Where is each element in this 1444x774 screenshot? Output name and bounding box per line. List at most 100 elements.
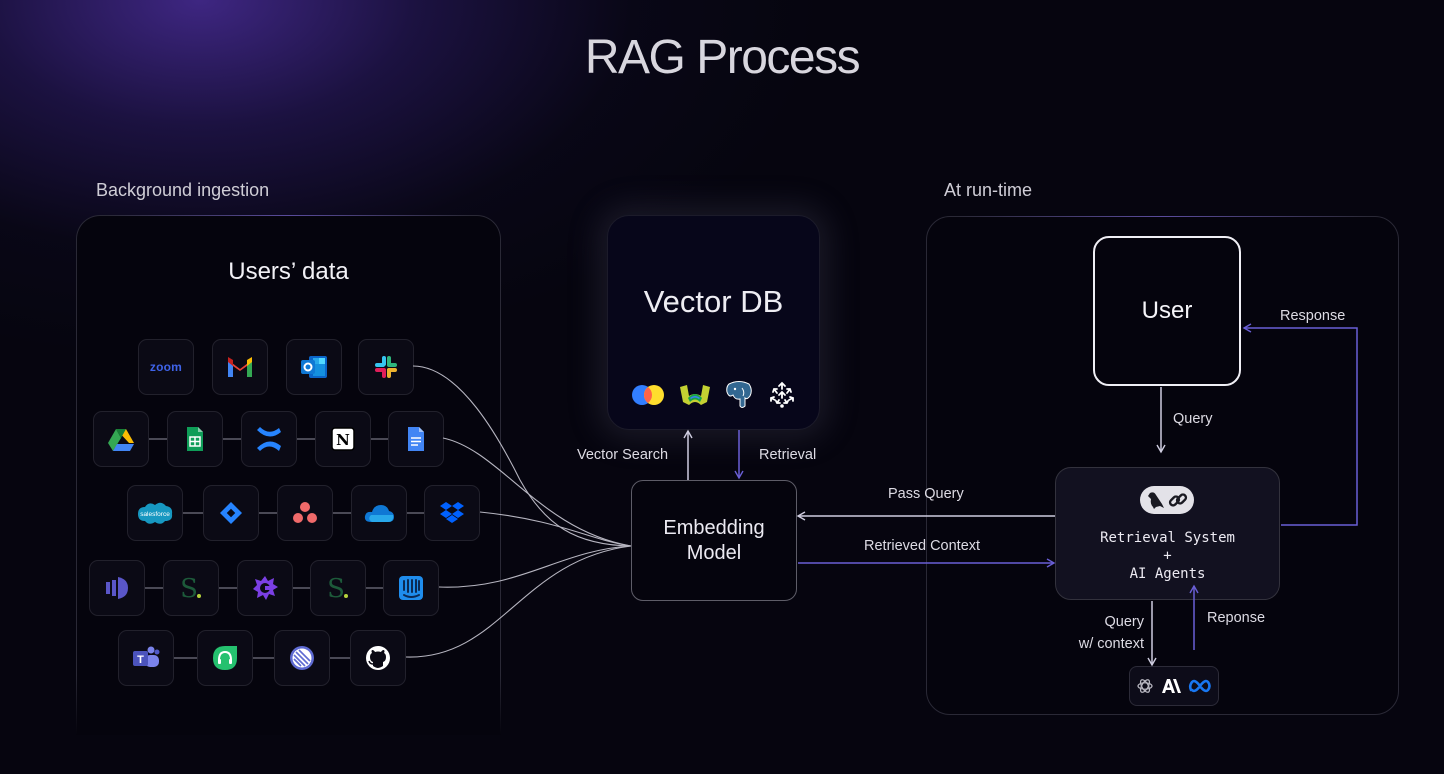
user-box: User [1093, 236, 1241, 386]
ingestion-curve [479, 511, 632, 547]
svg-text:S: S [327, 574, 345, 602]
slack-tile [358, 339, 414, 395]
connector [258, 512, 278, 514]
freshdesk-tile [197, 630, 253, 686]
pass-query-label: Pass Query [888, 486, 964, 502]
connector [218, 587, 238, 589]
confluence-tile [241, 411, 297, 467]
anthropic-icon [1162, 679, 1181, 693]
retrieval-system-line2: + [1163, 548, 1172, 564]
seismic-tile: S [163, 560, 219, 616]
intercom-tile [383, 560, 439, 616]
github-tile [350, 630, 406, 686]
langchain-badge [1140, 486, 1194, 514]
asana-icon [293, 502, 317, 523]
retrieval-label: Retrieval [759, 447, 817, 463]
vector-db-title: Vector DB [643, 284, 784, 319]
llm-providers-box [1129, 666, 1219, 706]
response-label: Response [1280, 308, 1346, 324]
salesforce-icon: salesforce [138, 502, 173, 524]
zoom-icon: zoom [149, 360, 183, 374]
gong-icon [106, 577, 128, 599]
svg-text:T: T [137, 654, 144, 666]
langchain-link-icon [1168, 493, 1188, 507]
vector-db-box: Vector DB [607, 215, 820, 430]
panel-accent-line [107, 215, 470, 216]
langchain-parrot-icon [1148, 492, 1164, 509]
connector [370, 438, 388, 440]
gorgias-tile [237, 560, 293, 616]
retrieved-context-label: Retrieved Context [864, 538, 981, 554]
asana-tile [277, 485, 333, 541]
connector [292, 587, 312, 589]
jira-tile [203, 485, 259, 541]
microsoft-teams-icon: T [133, 646, 160, 667]
google-drive-icon [108, 429, 134, 451]
meta-icon [1188, 679, 1211, 693]
page-title: RAG Process [584, 31, 861, 84]
retrieval-system-text: Retrieval System + AI Agents [1056, 529, 1279, 583]
connector [182, 512, 204, 514]
connector [144, 587, 164, 589]
weaviate-icon [679, 385, 710, 405]
chroma-icon [631, 385, 664, 405]
google-drive-tile [93, 411, 149, 467]
salesforce-tile: salesforce [127, 485, 183, 541]
embedding-model-box: Embedding Model [631, 480, 797, 601]
outlook-tile [286, 339, 342, 395]
outlook-icon [301, 356, 327, 378]
openai-icon [1137, 679, 1153, 693]
microsoft-teams-tile: T [118, 630, 174, 686]
seismic-icon: S [327, 574, 348, 602]
svg-text:N: N [336, 431, 350, 449]
connector [329, 657, 351, 659]
freshdesk-icon [213, 646, 237, 670]
gong-tile [89, 560, 145, 616]
google-sheets-tile [167, 411, 223, 467]
seismic-icon: S [180, 574, 201, 602]
linear-tile [274, 630, 330, 686]
gorgias-icon [253, 576, 278, 600]
connector [172, 657, 198, 659]
seismic-tile: S [310, 560, 366, 616]
google-docs-tile [388, 411, 444, 467]
user-label: User [1141, 297, 1193, 324]
pinecone-icon [769, 381, 794, 408]
svg-text:salesforce: salesforce [140, 511, 170, 518]
notion-tile: N [315, 411, 371, 467]
reponse-label: Reponse [1207, 610, 1266, 626]
vector-db-providers [608, 380, 819, 410]
github-icon [366, 646, 390, 670]
notion-icon: N [331, 427, 355, 451]
svg-text:S: S [180, 574, 198, 602]
connector [296, 438, 316, 440]
postgres-pgvector-icon [725, 381, 752, 408]
jira-icon [220, 502, 242, 524]
panel-accent-line [957, 216, 1368, 217]
embedding-model-line1: Embedding [663, 516, 765, 539]
gmail-icon [228, 357, 252, 377]
query-with-context-label-2: w/ context [1078, 636, 1144, 652]
retrieval-system-line1: Retrieval System [1100, 530, 1235, 546]
connector [252, 657, 276, 659]
connector [366, 587, 384, 589]
onedrive-icon [364, 505, 394, 522]
zoom-tile: zoom [138, 339, 194, 395]
vector-search-label: Vector Search [577, 447, 669, 463]
confluence-icon [257, 427, 281, 451]
at-run-time-label: At run-time [944, 180, 1033, 200]
connector [222, 438, 242, 440]
connector [148, 438, 168, 440]
intercom-icon [399, 576, 423, 600]
query-label: Query [1173, 411, 1213, 427]
background-ingestion-label: Background ingestion [96, 180, 270, 200]
linear-icon [290, 646, 314, 670]
embedding-model-line2: Model [686, 541, 742, 564]
retrieval-system-box: Retrieval System + AI Agents [1055, 467, 1280, 600]
onedrive-tile [351, 485, 407, 541]
dropbox-icon [440, 502, 464, 523]
google-docs-icon [408, 427, 424, 451]
retrieval-system-line3: AI Agents [1129, 566, 1206, 582]
google-sheets-icon [187, 427, 203, 451]
gmail-tile [212, 339, 268, 395]
